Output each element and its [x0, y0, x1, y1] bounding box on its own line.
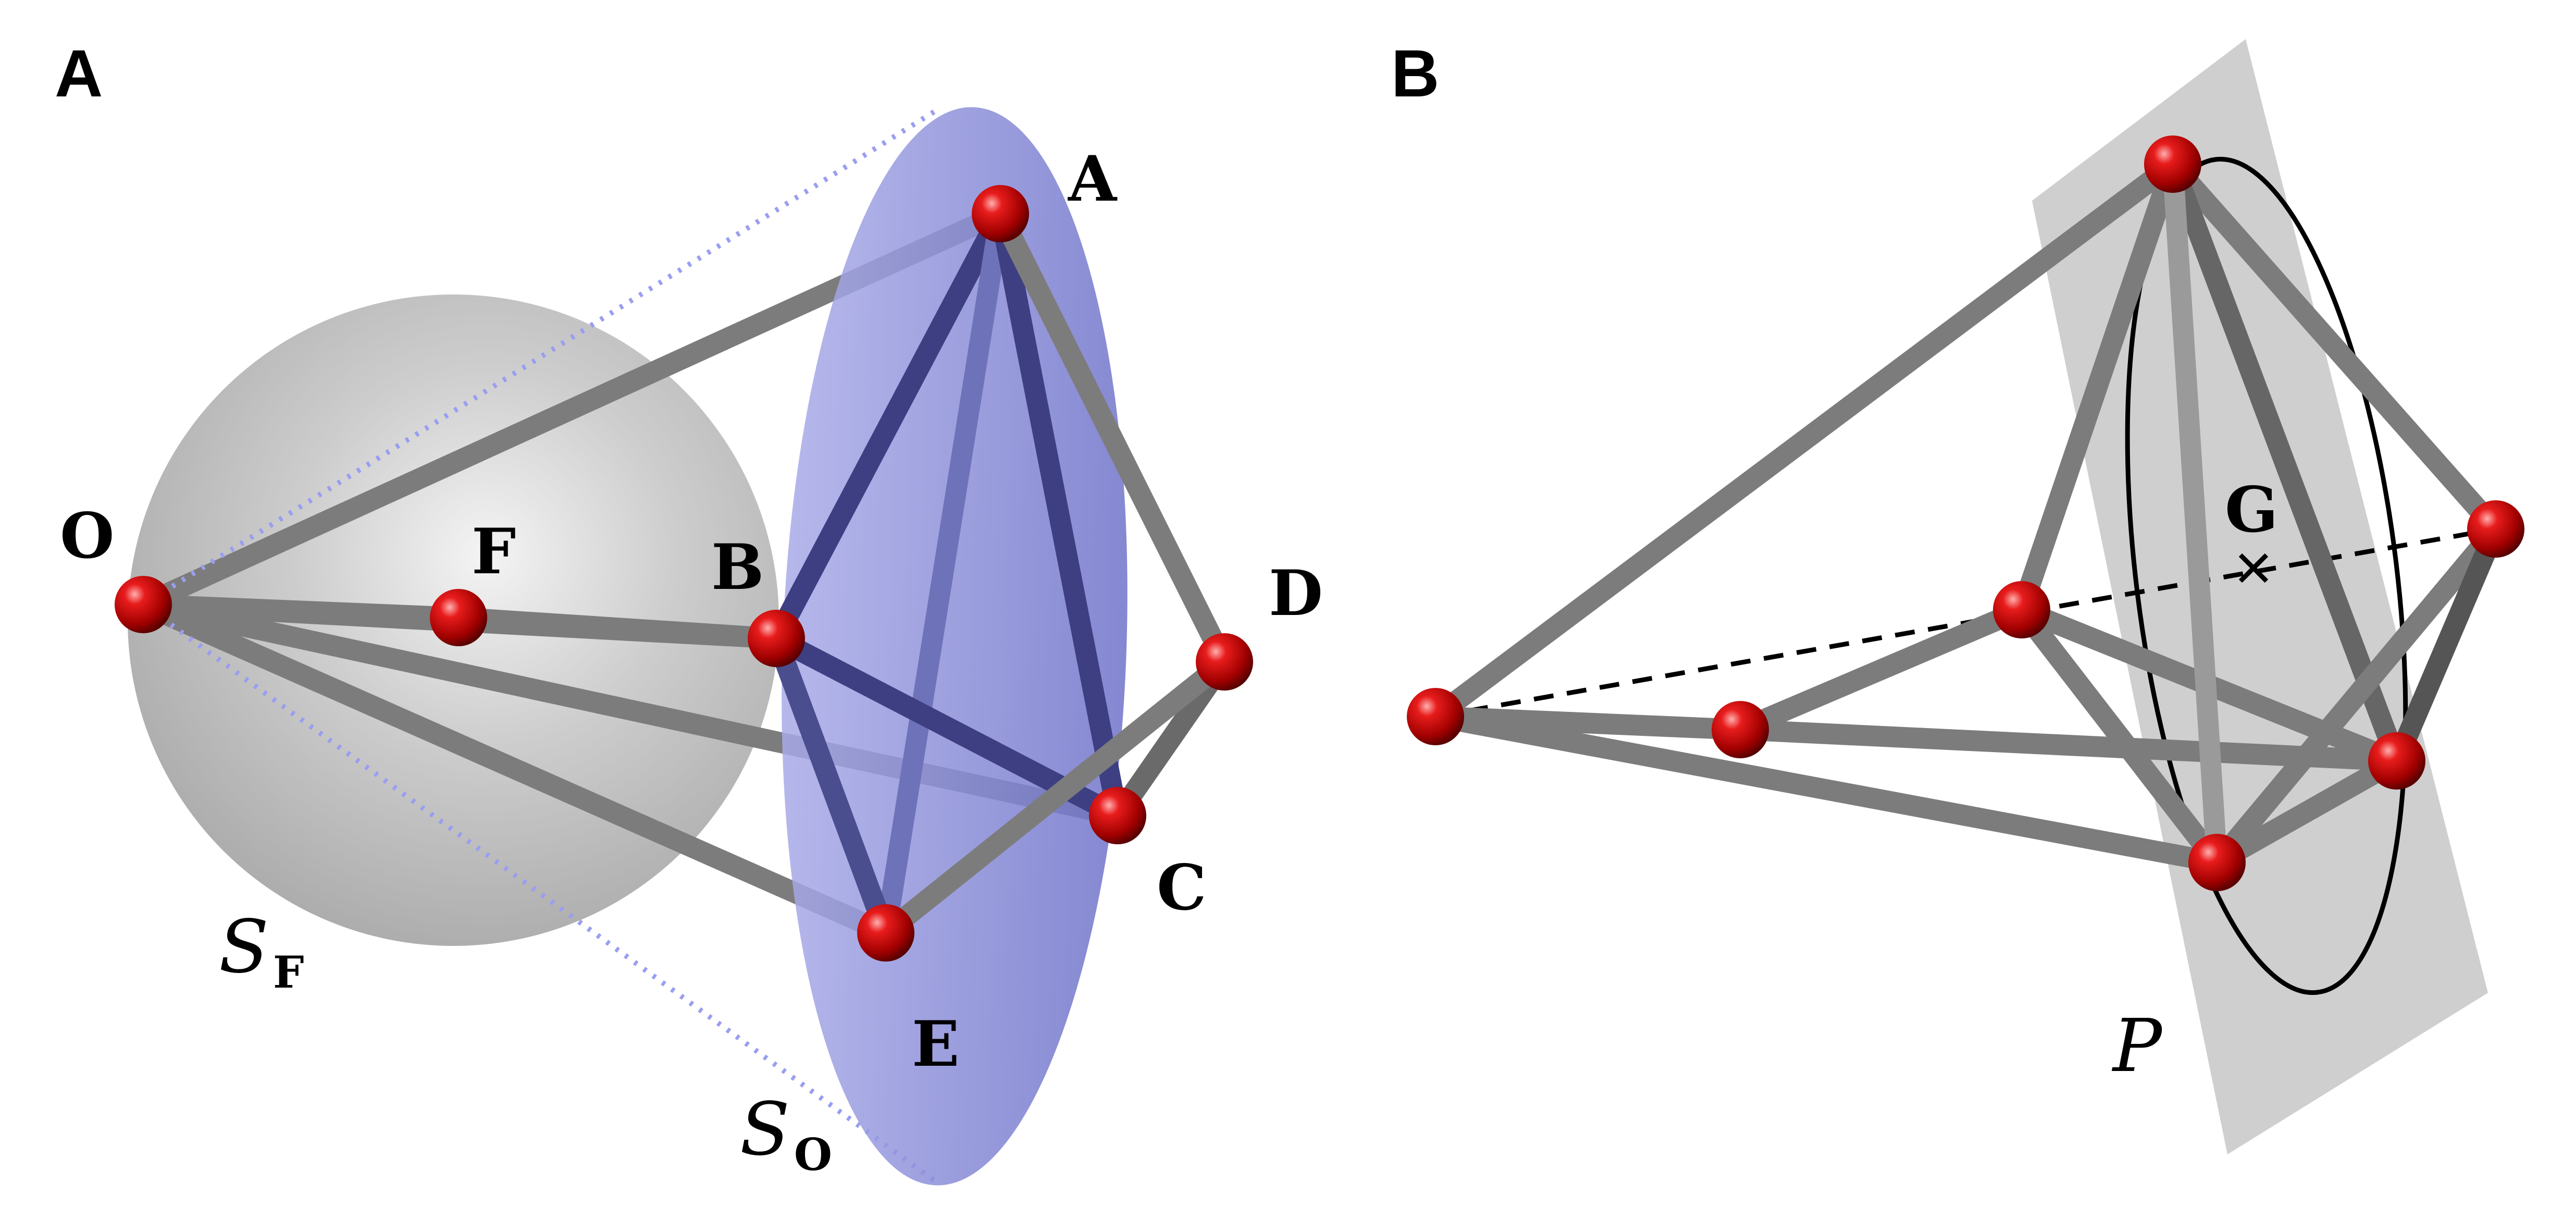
node-c	[1089, 787, 1146, 844]
node-b-d	[2467, 500, 2524, 558]
cone-line-top	[142, 107, 939, 607]
rod-b-d-c	[2386, 519, 2506, 771]
label-a: A	[1068, 142, 1118, 216]
centroid-cross-icon	[2238, 553, 2269, 583]
rod-a-e	[875, 203, 1011, 943]
plane-p	[2032, 39, 2488, 1154]
rod-b-a-b	[2011, 154, 2183, 620]
rods-front	[133, 203, 1235, 943]
rod-b-b-e	[2011, 599, 2227, 873]
nodes-panel-b	[1407, 136, 2524, 891]
label-sf-subscript: F	[273, 946, 304, 998]
rod-b-f-b	[1730, 599, 2032, 740]
node-b-c	[2368, 732, 2425, 790]
rod-a-c	[990, 203, 1128, 826]
label-so-subscript: O	[794, 1129, 832, 1180]
label-g: G	[2225, 473, 2278, 547]
label-so: SO	[740, 1087, 832, 1180]
label-o: O	[60, 499, 115, 573]
rods-panel-b	[1425, 154, 2506, 873]
rod-b-o-e	[1425, 706, 2227, 873]
rod-a-d	[990, 203, 1235, 672]
node-o	[115, 576, 172, 633]
panel-b-letter: B	[1391, 36, 1439, 111]
node-b-o	[1407, 688, 1464, 745]
rod-b-f-c	[1730, 719, 2407, 771]
node-b	[748, 610, 805, 667]
panel-a: A	[55, 36, 1323, 1186]
label-e: E	[912, 1007, 959, 1081]
node-a	[972, 185, 1029, 242]
nodes-panel-a	[115, 185, 1253, 962]
label-c: C	[1157, 851, 1207, 925]
rod-b-e-c	[2207, 750, 2407, 873]
node-b-b	[1993, 581, 2050, 638]
panel-a-letter: A	[55, 36, 103, 111]
node-e	[857, 904, 914, 962]
rod-b-e	[766, 628, 896, 943]
node-b-f	[1712, 701, 1769, 758]
node-d	[1196, 633, 1253, 691]
node-b-a	[2144, 136, 2201, 193]
node-b-e	[2188, 834, 2246, 891]
label-so-symbol: S	[740, 1087, 790, 1172]
node-f	[430, 589, 487, 646]
panel-b: B	[1391, 36, 2524, 1154]
label-sf-symbol: S	[219, 905, 269, 990]
rod-a-b	[766, 203, 1011, 649]
rod-b-d-e	[2207, 519, 2506, 873]
rod-b-a-c	[2162, 154, 2407, 771]
label-f: F	[472, 515, 516, 588]
rod-b-o-a	[1425, 154, 2183, 727]
label-d: D	[1269, 557, 1323, 630]
label-sf: SF	[219, 905, 304, 998]
rod-d-e	[875, 651, 1235, 943]
rod-o-e	[133, 594, 896, 943]
rod-b-a-d	[2162, 154, 2506, 539]
label-b: B	[711, 531, 764, 604]
rod-b-a-e	[2162, 154, 2227, 873]
cone-dotted-lines	[142, 107, 939, 1186]
label-p: P	[2111, 1004, 2163, 1089]
